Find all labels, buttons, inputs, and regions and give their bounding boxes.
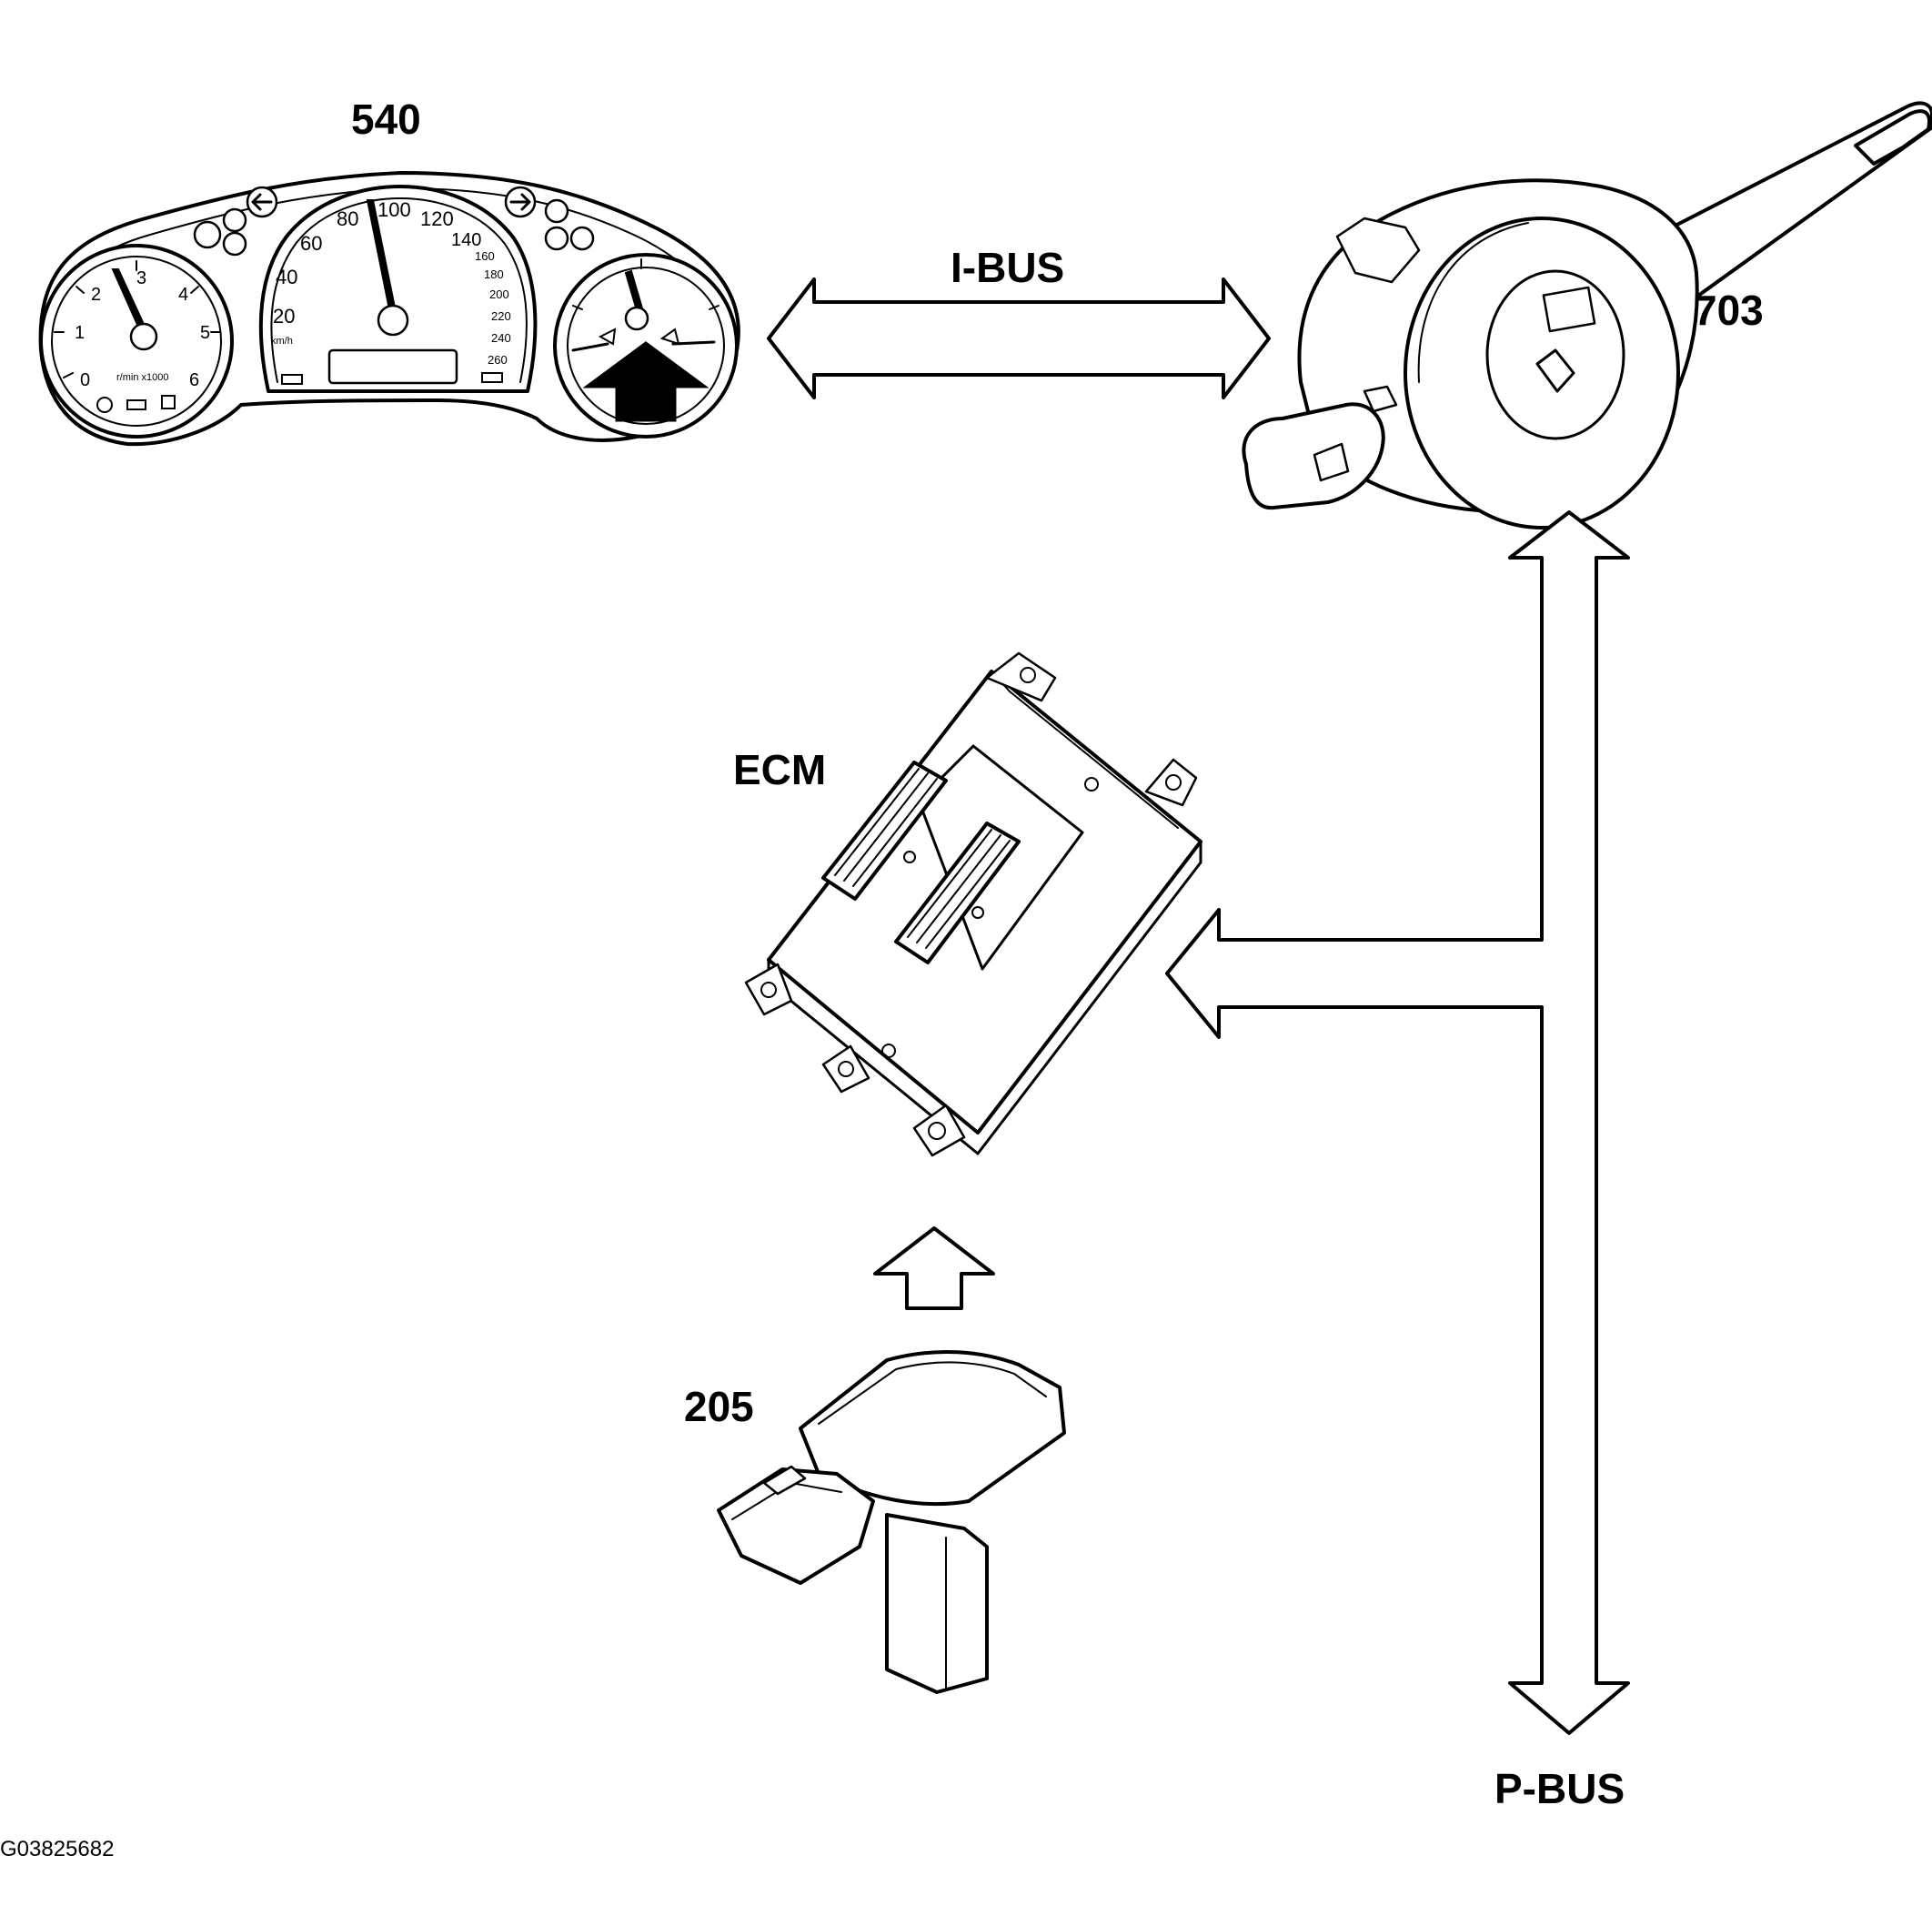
speedo-number-20: 20 — [273, 305, 295, 328]
p-bus-label: P-BUS — [1494, 1765, 1625, 1812]
speedo-number-180: 180 — [484, 267, 504, 281]
tach-number-1: 1 — [75, 323, 85, 343]
speedo-number-160: 160 — [475, 249, 495, 263]
i-bus-label: I-BUS — [951, 244, 1064, 291]
speedo-number-220: 220 — [491, 309, 511, 323]
speedo-number-260: 260 — [488, 353, 508, 367]
ecm-connector-1 — [821, 761, 948, 901]
warning-lamps-left — [193, 207, 247, 257]
instrument-cluster: 0 1 2 3 4 5 6 r/min x1000 — [38, 171, 740, 447]
input-arrow-icon — [873, 1226, 995, 1310]
steering-wheel-module-label: 703 — [1694, 287, 1764, 334]
speedo-number-80: 80 — [337, 207, 358, 230]
tachometer-gauge: 0 1 2 3 4 5 6 r/min x1000 — [39, 244, 234, 439]
speedo-number-140: 140 — [451, 230, 481, 250]
figure-id: G03825682 — [0, 1837, 114, 1861]
speedo-number-60: 60 — [300, 232, 322, 255]
ecm-connector-2 — [894, 822, 1021, 964]
tach-number-4: 4 — [178, 285, 188, 305]
highlight-arrow-icon — [582, 341, 709, 422]
tach-number-3: 3 — [136, 268, 146, 288]
speedo-number-120: 120 — [420, 207, 454, 230]
air-mass-meter — [717, 1349, 1066, 1694]
speedo-unit: km/h — [271, 336, 293, 347]
steering-wheel-module — [1242, 101, 1932, 529]
tach-number-0: 0 — [80, 370, 90, 390]
speedo-number-100: 100 — [377, 198, 411, 221]
tach-number-2: 2 — [91, 285, 101, 305]
ecm-label: ECM — [733, 746, 826, 793]
tach-number-5: 5 — [200, 323, 210, 343]
warning-lamps-right — [544, 198, 595, 251]
tach-unit: r/min x1000 — [116, 372, 168, 383]
i-bus-arrow-icon — [767, 277, 1271, 399]
speedo-number-200: 200 — [489, 287, 509, 301]
tach-number-6: 6 — [189, 370, 199, 390]
instrument-cluster-label: 540 — [351, 96, 421, 143]
odometer-display — [327, 348, 458, 385]
ecm-module — [744, 651, 1202, 1157]
speedo-number-240: 240 — [491, 331, 511, 345]
air-mass-meter-label: 205 — [684, 1383, 754, 1430]
p-bus-arrow-icon — [1165, 510, 1630, 1735]
speedometer-gauge: 20 40 60 80 100 120 140 160 180 200 220 … — [258, 185, 538, 393]
right-indicator-icon — [504, 186, 537, 218]
left-indicator-icon — [246, 186, 278, 218]
speedo-number-40: 40 — [276, 266, 297, 288]
